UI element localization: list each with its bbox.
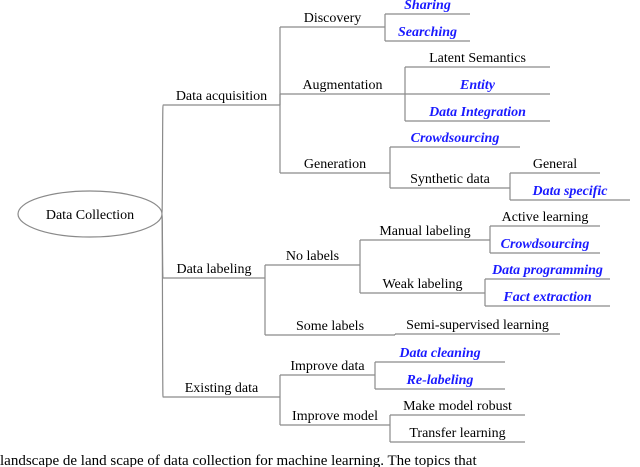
caption-text: landscape de land scape of data collecti… [0,453,477,467]
data-collection-tree: Data acquisition Discovery SharingSearchin… [17,0,630,443]
node-label-crowd1: Crowdsourcing [411,131,500,146]
edge-existing [161,213,164,398]
node-label-existing: Existing data [185,381,259,396]
node-label-impmodel: Improve model [292,409,378,424]
figure-caption: landscape de land scape of data collecti… [0,449,640,467]
node-label-impdata: Improve data [290,359,365,374]
node-label-entity: Entity [459,78,496,93]
tree-edges [161,13,630,443]
root-node: Data Collection [17,190,163,238]
node-label-acq: Data acquisition [176,89,267,104]
node-label-labeling: Data labeling [176,262,251,277]
node-label-cleaning: Data cleaning [398,346,480,361]
node-label-somelabels: Some labels [296,319,364,334]
node-label-robust: Make model robust [403,399,512,414]
node-label-dspecific: Data specific [531,184,608,199]
node-label-factext: Fact extraction [502,290,591,305]
node-label-nolabels: No labels [286,249,339,264]
node-label-relabel: Re-labeling [406,373,474,388]
node-label-semisup: Semi-supervised learning [406,318,549,333]
node-label-general: General [533,157,577,172]
root-label: Data Collection [46,208,134,223]
node-label-transfer: Transfer learning [409,426,505,441]
node-label-synthetic: Synthetic data [410,172,490,187]
node-label-dataprog: Data programming [491,263,603,278]
tree-labels: Data acquisition Discovery SharingSearchin… [176,0,608,441]
edge-acq [161,104,164,215]
node-label-discovery: Discovery [304,11,362,26]
node-label-manual: Manual labeling [379,224,470,239]
node-label-augmentation: Augmentation [302,78,382,93]
node-label-generation: Generation [304,157,366,172]
node-label-weak: Weak labeling [382,277,462,292]
node-label-sharing: Sharing [404,0,451,13]
root-oval [17,190,163,238]
node-label-searching: Searching [398,25,457,40]
node-label-dataint: Data Integration [428,105,526,120]
node-label-latent: Latent Semantics [429,51,526,66]
node-label-crowd2: Crowdsourcing [501,237,590,252]
node-label-active: Active learning [502,210,589,225]
